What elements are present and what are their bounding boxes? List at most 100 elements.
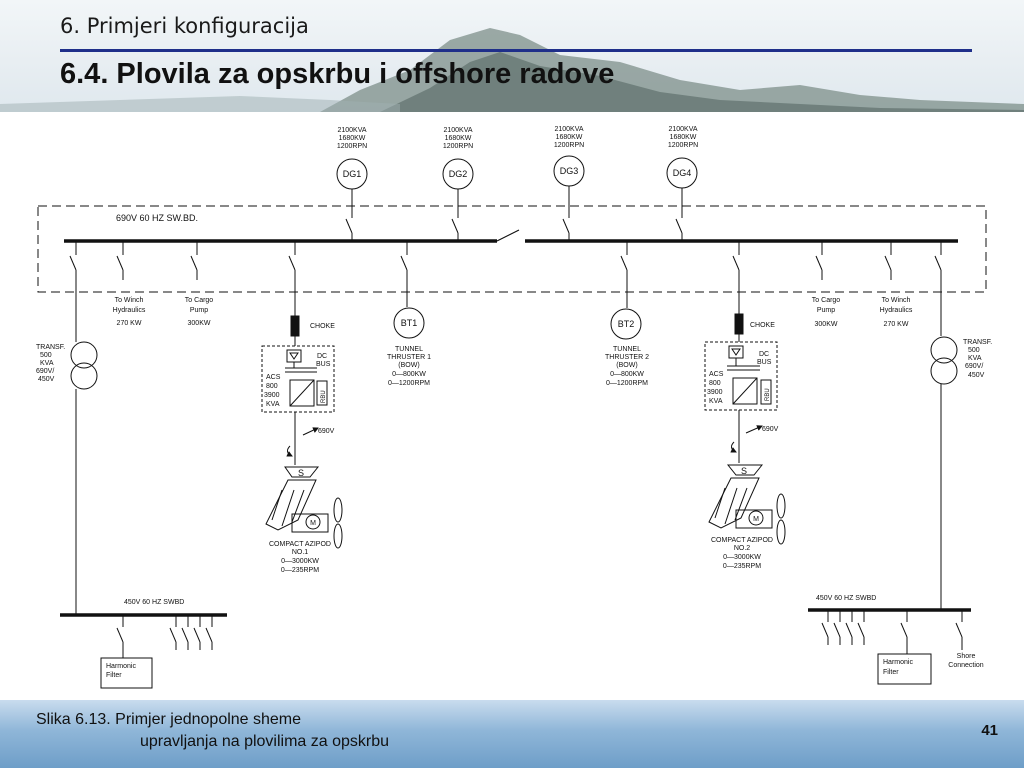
bt2-label-2: THRUSTER 2 [605, 354, 649, 361]
swbd-450v-right [808, 608, 971, 685]
dg1-rating-rpm: 1200RPN [337, 143, 367, 150]
azipod-drive-right [704, 241, 786, 545]
dg3-name: DG3 [560, 166, 579, 176]
left-m-label: M [310, 520, 316, 527]
left-transformer-label-5: 450V [38, 376, 55, 383]
generator-dg1 [336, 158, 368, 241]
dg4-rating-rpm: 1200RPN [668, 142, 698, 149]
right-winch-label-3: 270 KW [884, 321, 909, 328]
swbd-left-label: 450V 60 HZ SWBD [124, 599, 184, 606]
feeder-winch-right [884, 241, 892, 280]
harmonic-right-label-2: Filter [883, 669, 899, 676]
dg1-rating-kw: 1680KW [339, 135, 366, 142]
bt2-name: BT2 [618, 319, 635, 329]
dg4-name: DG4 [673, 168, 692, 178]
right-transformer-label-5: 450V [968, 372, 985, 379]
dg4-rating-kva: 2100KVA [668, 126, 697, 133]
feeder-cargo-left [190, 241, 198, 280]
right-dcbus-label-2: BUS [757, 359, 772, 366]
bt2-label-3: (BOW) [616, 362, 637, 369]
right-azipod-label-3: 0—3000KW [723, 554, 761, 561]
right-choke-label: CHOKE [750, 322, 775, 329]
right-winch-label-1: To Winch [882, 297, 911, 304]
footer-water-background [0, 700, 1024, 768]
bt1-label-4: 0—800KW [392, 371, 426, 378]
bus-tie-breaker [496, 229, 520, 242]
left-dcbus-label-1: DC [317, 353, 327, 360]
right-acs-label-3: 3900 [707, 389, 723, 396]
feeder-thruster-bt1 [393, 241, 425, 339]
left-transformer-label-1: TRANSF. [36, 344, 65, 351]
right-azipod-label-1: COMPACT AZIPOD [711, 537, 773, 544]
title-rule [60, 49, 972, 52]
right-cargo-label-1: To Cargo [812, 297, 841, 304]
left-cargo-label-2: Pump [190, 307, 208, 314]
right-m-label: M [753, 516, 759, 523]
slide-title: 6.4. Plovila za opskrbu i offshore radov… [60, 58, 615, 90]
left-cargo-label-3: 300KW [188, 320, 211, 327]
left-azipod-label-1: COMPACT AZIPOD [269, 541, 331, 548]
left-winch-label-2: Hydraulics [113, 307, 146, 314]
right-acs-label-1: ACS [709, 371, 724, 378]
diagram-area: 690V 60 HZ SW.BD. 2100KVA 1680KW 1200RPN… [0, 112, 1024, 700]
right-cargo-label-2: Pump [817, 307, 835, 314]
dg2-rating-rpm: 1200RPN [443, 143, 473, 150]
dg2-rating-kva: 2100KVA [443, 127, 472, 134]
left-rbu-label: RBU [321, 390, 327, 403]
right-transformer-label-4: 690V/ [965, 363, 983, 370]
left-azipod-label-4: 0—235RPM [281, 567, 319, 574]
left-transformer-label-4: 690V/ [36, 368, 54, 375]
generator-dg3 [553, 155, 585, 241]
left-acs-label-4: KVA [266, 401, 280, 408]
dg1-name: DG1 [343, 169, 362, 179]
left-winch-label-1: To Winch [115, 297, 144, 304]
right-azipod-label-2: NO.2 [734, 545, 750, 552]
right-s-label: S [741, 466, 747, 476]
feeder-transformer-right [930, 241, 958, 610]
left-acs-label-3: 3900 [264, 392, 280, 399]
bt2-label-1: TUNNEL [613, 346, 641, 353]
harmonic-left-label-2: Filter [106, 672, 122, 679]
generator-dg4 [666, 157, 698, 241]
right-voltage-label: 690V [762, 426, 779, 433]
switchboard-label: 690V 60 HZ SW.BD. [116, 213, 198, 223]
bt1-label-1: TUNNEL [395, 346, 423, 353]
left-acs-label-2: 800 [266, 383, 278, 390]
feeder-thruster-bt2 [610, 241, 642, 340]
bt1-label-2: THRUSTER 1 [387, 354, 431, 361]
right-cargo-label-3: 300KW [815, 321, 838, 328]
left-winch-label-3: 270 KW [117, 320, 142, 327]
right-winch-label-2: Hydraulics [880, 307, 913, 314]
right-transformer-label-3: KVA [968, 355, 982, 362]
left-cargo-label-1: To Cargo [185, 297, 214, 304]
shore-label-1: Shore [957, 653, 976, 660]
right-acs-label-4: KVA [709, 398, 723, 405]
diagram-labels: 690V 60 HZ SW.BD. 2100KVA 1680KW 1200RPN… [36, 126, 992, 679]
swbd-right-label: 450V 60 HZ SWBD [816, 595, 876, 602]
single-line-diagram: 690V 60 HZ SW.BD. 2100KVA 1680KW 1200RPN… [36, 126, 992, 689]
bt1-label-3: (BOW) [398, 362, 419, 369]
left-azipod-label-2: NO.1 [292, 549, 308, 556]
feeder-transformer-left [69, 241, 98, 615]
azipod-drive-left [261, 241, 343, 549]
right-acs-label-2: 800 [709, 380, 721, 387]
page-number: 41 [981, 722, 998, 739]
bt1-label-5: 0—1200RPM [388, 380, 430, 387]
feeder-cargo-right [815, 241, 823, 280]
left-choke-label: CHOKE [310, 323, 335, 330]
left-dcbus-label-2: BUS [316, 361, 331, 368]
left-s-label: S [298, 468, 304, 478]
bt1-name: BT1 [401, 318, 418, 328]
bt2-label-4: 0—800KW [610, 371, 644, 378]
dg2-rating-kw: 1680KW [445, 135, 472, 142]
dg1-rating-kva: 2100KVA [337, 127, 366, 134]
dg3-rating-kva: 2100KVA [554, 126, 583, 133]
right-rbu-label: RBU [765, 388, 771, 401]
harmonic-right-label-1: Harmonic [883, 659, 913, 666]
figure-caption: Slika 6.13. Primjer jednopolne sheme upr… [36, 709, 389, 753]
switchboard-enclosure [37, 205, 987, 293]
swbd-450v-left [60, 613, 227, 689]
dg4-rating-kw: 1680KW [670, 134, 697, 141]
feeder-winch-left [116, 241, 124, 280]
